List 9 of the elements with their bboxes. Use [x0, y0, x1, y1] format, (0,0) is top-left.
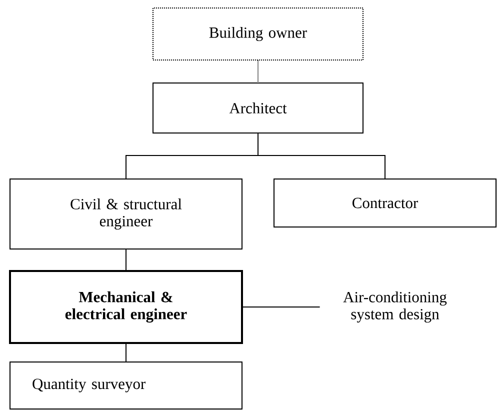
process-box: Mechanical & electrical engineer [9, 270, 243, 344]
process-box: Architect [152, 82, 364, 134]
process-box: Civil & structural engineer [10, 178, 242, 250]
process-box: Quantity surveyor [10, 362, 242, 410]
annotation-text: Air-conditioning system design [343, 291, 447, 323]
connector-line [242, 306, 320, 308]
process-box: Contractor [274, 178, 496, 228]
connector-line [258, 133, 386, 179]
process-box: Building owner [152, 8, 364, 60]
